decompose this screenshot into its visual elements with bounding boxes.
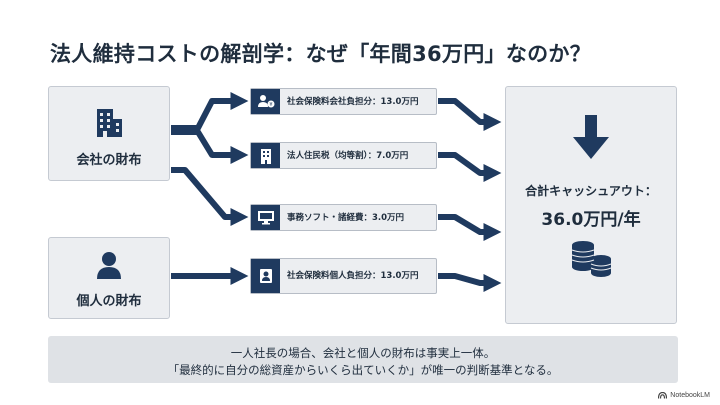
down-arrow-icon [573,115,609,163]
cost-item-office-software: 事務ソフト・諸経費：3.0万円 [250,204,437,231]
arrow-company-to-software [171,167,249,226]
arrow-resident-tax-to-total [438,152,502,182]
cost-item-resident-tax: 法人住民税（均等割）：7.0万円 [250,142,437,169]
cost-label: 法人住民税（均等割）：7.0万円 [287,150,409,161]
total-label: 合計キャッシュアウト： [525,184,657,198]
person-card-icon [251,259,280,293]
arrow-company-to-resident-tax [171,129,249,164]
cost-item-social-insurance-personal: 社会保険料個人負担分：13.0万円 [250,258,437,294]
brand-name: NotebookLM [670,392,710,399]
brand-watermark: NotebookLM [658,392,710,399]
coins-icon [566,237,616,283]
person-icon [94,250,124,284]
company-wallet-label: 会社の財布 [76,153,142,168]
monitor-icon [251,205,280,230]
arrow-social-insurance-to-total [438,98,502,131]
arrow-personal-insurance-to-total [438,273,502,292]
cost-label: 社会保険料個人負担分：13.0万円 [287,271,419,281]
people-money-icon: ¥ [251,89,280,114]
notebooklm-logo-icon [658,392,668,399]
total-cashout-box: 合計キャッシュアウト： 36.0万円/年 [505,86,677,324]
cost-item-social-insurance-company: ¥ 社会保険料会社負担分：13.0万円 [250,88,437,115]
page-title: 法人維持コストの解剖学：なぜ「年間36万円」なのか？ [50,42,592,66]
cost-label: 事務ソフト・諸経費：3.0万円 [287,212,405,223]
personal-wallet-label: 個人の財布 [76,294,142,309]
summary-note-line-2: 「最終的に自分の総資産からいくら出ていくか」が唯一の判断基準となる。 [167,363,559,377]
arrow-software-to-total [438,214,502,241]
company-wallet-box: 会社の財布 [48,86,170,181]
cost-label: 社会保険料会社負担分：13.0万円 [287,96,419,107]
svg-text:¥: ¥ [269,102,272,108]
building-icon [92,107,126,143]
total-value: 36.0万円/年 [541,210,641,230]
summary-note-line-1: 一人社長の場合、会社と個人の財布は事実上一体。 [230,346,496,360]
personal-wallet-box: 個人の財布 [48,237,170,319]
arrow-company-to-social-insurance [171,92,249,131]
office-building-icon [251,143,280,168]
summary-note: 一人社長の場合、会社と個人の財布は事実上一体。 「最終的に自分の総資産からいくら… [48,336,678,383]
